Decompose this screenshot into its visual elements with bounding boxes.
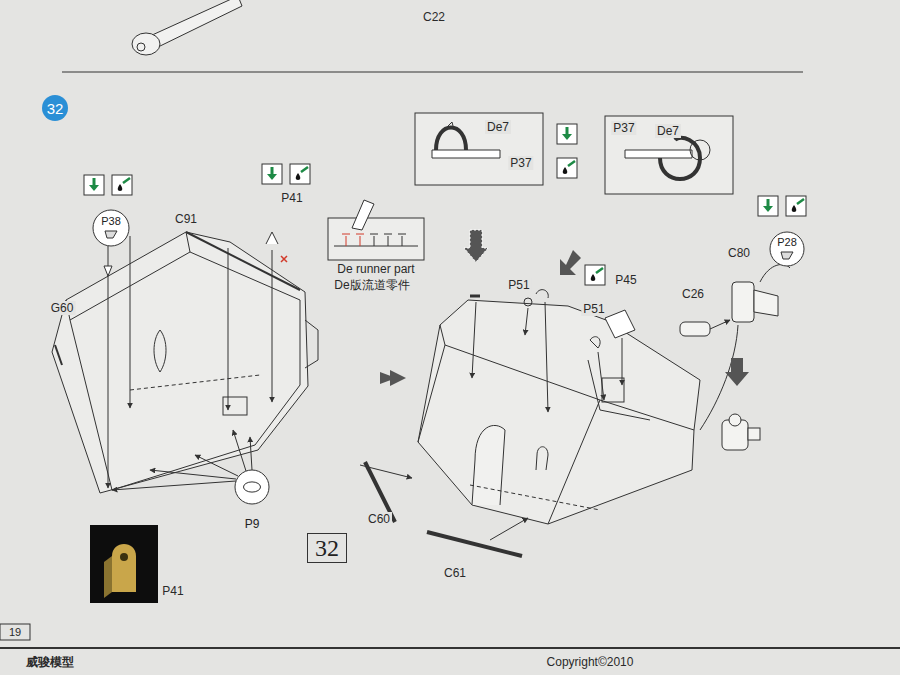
right-leaders bbox=[360, 290, 635, 556]
p41-part bbox=[266, 232, 287, 262]
part-icon bbox=[105, 231, 117, 238]
callout-text: P28 bbox=[777, 237, 797, 248]
part-label: P51 bbox=[581, 302, 606, 316]
step-box: 32 bbox=[307, 533, 347, 563]
part-callout: P9 bbox=[235, 470, 269, 532]
part-label: De7 bbox=[485, 120, 511, 134]
part-label: De版流道零件 bbox=[332, 278, 411, 292]
footer-text: 威骏模型 bbox=[24, 655, 76, 669]
part-photo bbox=[90, 525, 158, 603]
part-label: P41 bbox=[160, 584, 185, 598]
callout-text: P9 bbox=[245, 518, 260, 530]
part-label: De7 bbox=[655, 124, 681, 138]
circle-outline bbox=[93, 210, 129, 246]
part-icon bbox=[781, 252, 793, 259]
hull-right bbox=[418, 300, 700, 524]
part-label: P45 bbox=[613, 273, 638, 287]
part-label: C80 bbox=[726, 246, 752, 260]
part-label: C91 bbox=[173, 212, 199, 226]
page-number: 19 bbox=[7, 625, 23, 639]
part-label: C60 bbox=[366, 512, 392, 526]
page-footer bbox=[0, 624, 900, 648]
step-arrows bbox=[380, 230, 749, 386]
step-number: 32 bbox=[42, 95, 68, 121]
callout-text: 32 bbox=[315, 536, 339, 560]
footer-text: Copyright©2010 bbox=[545, 655, 636, 669]
barrel-part bbox=[132, 0, 242, 55]
part-label: C26 bbox=[680, 287, 706, 301]
part-label: P37 bbox=[611, 121, 636, 135]
part-callout: P38 bbox=[93, 210, 129, 246]
p38-part bbox=[104, 266, 112, 276]
circle-outline bbox=[235, 470, 269, 504]
part-label: G60 bbox=[49, 301, 76, 315]
c80-assembly bbox=[680, 265, 790, 450]
callout-text: 32 bbox=[47, 101, 64, 116]
runner-inset bbox=[328, 200, 424, 260]
part-label: C22 bbox=[421, 10, 447, 24]
part-label: P51 bbox=[506, 278, 531, 292]
part-callout: P28 bbox=[770, 232, 804, 266]
part-label: P41 bbox=[279, 191, 304, 205]
instruction-icons bbox=[84, 124, 806, 285]
hull-left bbox=[52, 232, 318, 493]
circle-outline bbox=[42, 95, 68, 121]
inset-boxes bbox=[415, 113, 733, 194]
part-label: P37 bbox=[508, 156, 533, 170]
part-label: De runner part bbox=[335, 262, 416, 276]
part-label: C61 bbox=[442, 566, 468, 580]
part-icon bbox=[244, 482, 261, 492]
leader-lines bbox=[108, 236, 272, 490]
circle-outline bbox=[770, 232, 804, 266]
separator-rule bbox=[62, 72, 803, 73]
callout-text: P38 bbox=[101, 216, 121, 227]
